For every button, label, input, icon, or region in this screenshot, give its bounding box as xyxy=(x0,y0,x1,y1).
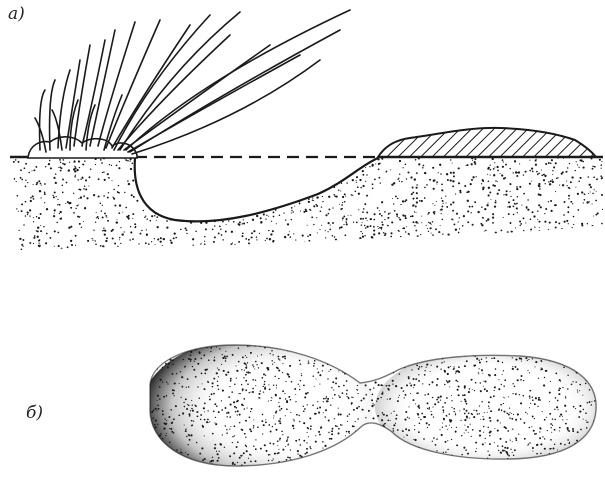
panel-a-soil-section xyxy=(9,10,605,254)
panel-label-b: б) xyxy=(26,403,43,423)
blown-sand-deposit-hatched xyxy=(378,128,596,157)
depression-outline xyxy=(135,158,378,221)
grass-tuft xyxy=(35,10,350,154)
soil-stipple xyxy=(9,157,605,254)
panel-b-plan-view xyxy=(140,337,605,475)
panel-label-a: а) xyxy=(8,4,25,24)
